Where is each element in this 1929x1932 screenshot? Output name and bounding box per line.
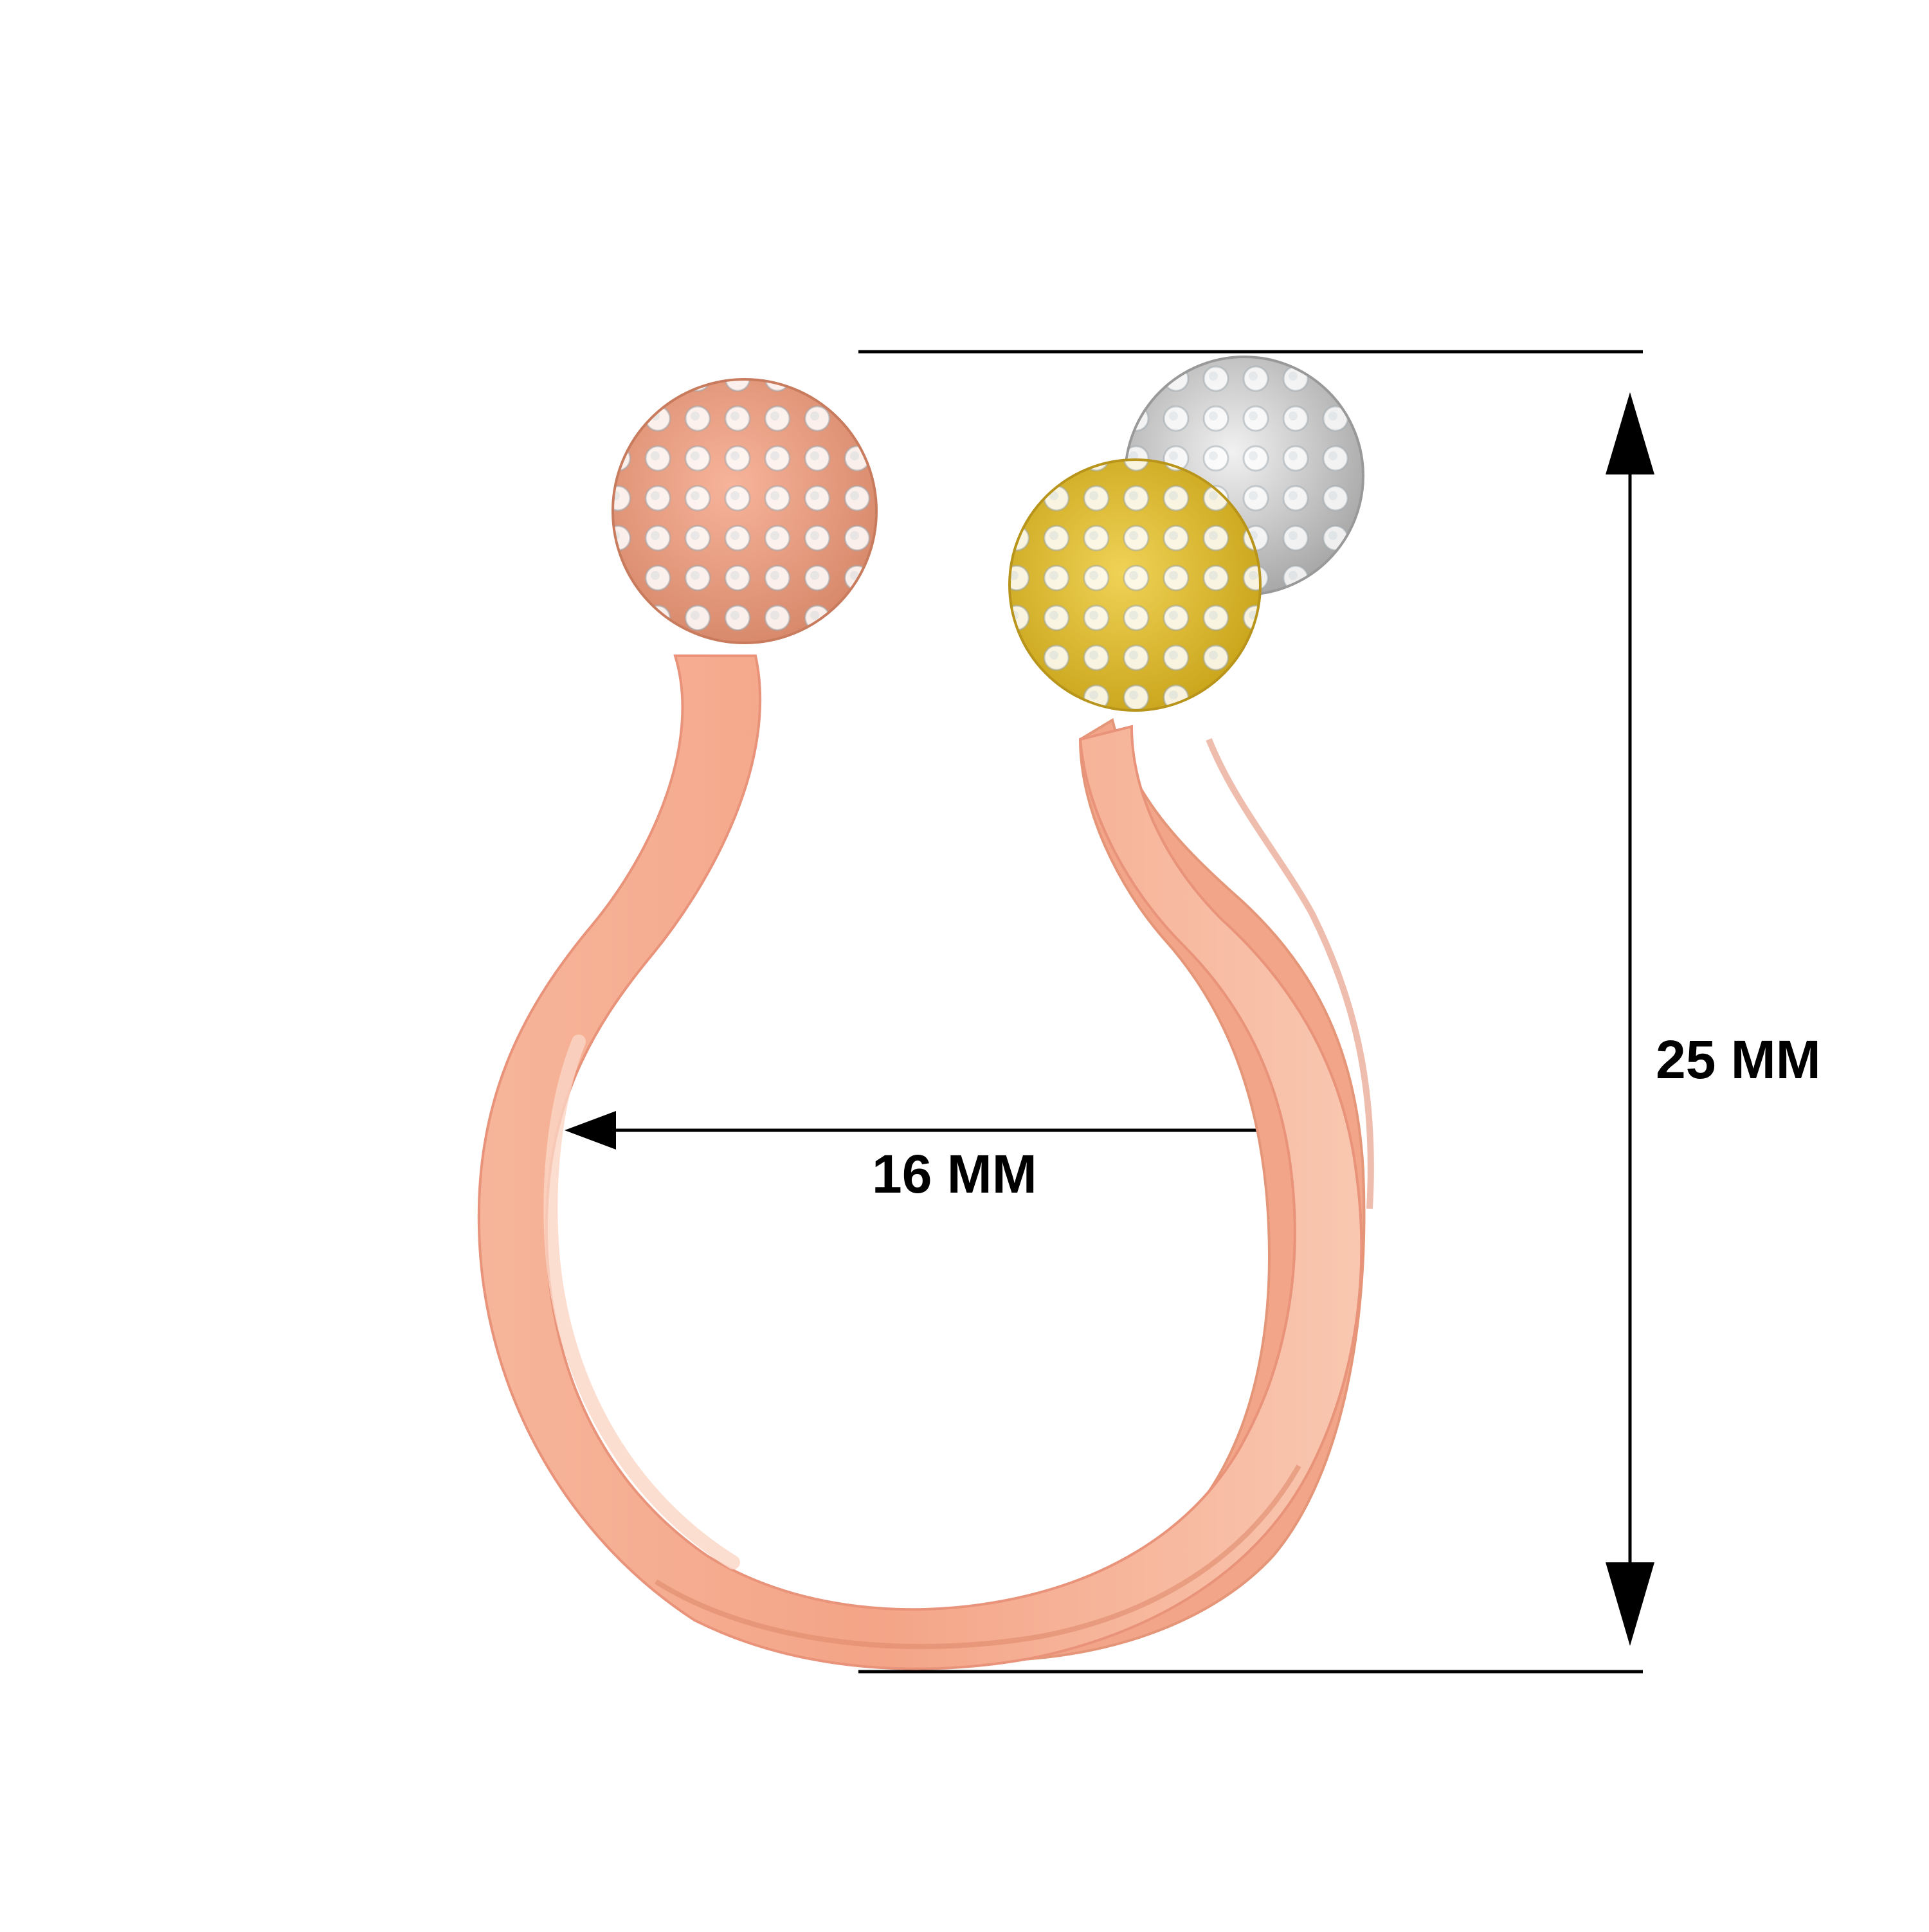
- band-inner-highlight: [543, 1034, 740, 1569]
- inner-diameter-label: 16 MM: [872, 1144, 1037, 1204]
- ring-height-label: 25 MM: [1656, 1029, 1821, 1090]
- height-arrow-up-icon: [1606, 392, 1654, 474]
- yellow-gold-pave-ball: [1008, 458, 1262, 712]
- band-right-groove: [1206, 738, 1374, 1209]
- width-arrow-left-icon: [565, 1111, 616, 1150]
- band-bottom-edge: [654, 1465, 1301, 1649]
- band-outer-shape: [477, 655, 1363, 1670]
- ring-band: [477, 655, 1374, 1670]
- height-arrow-down-icon: [1606, 1562, 1654, 1646]
- rose-gold-pave-ball: [611, 378, 878, 644]
- dimension-lines: [565, 350, 1654, 1674]
